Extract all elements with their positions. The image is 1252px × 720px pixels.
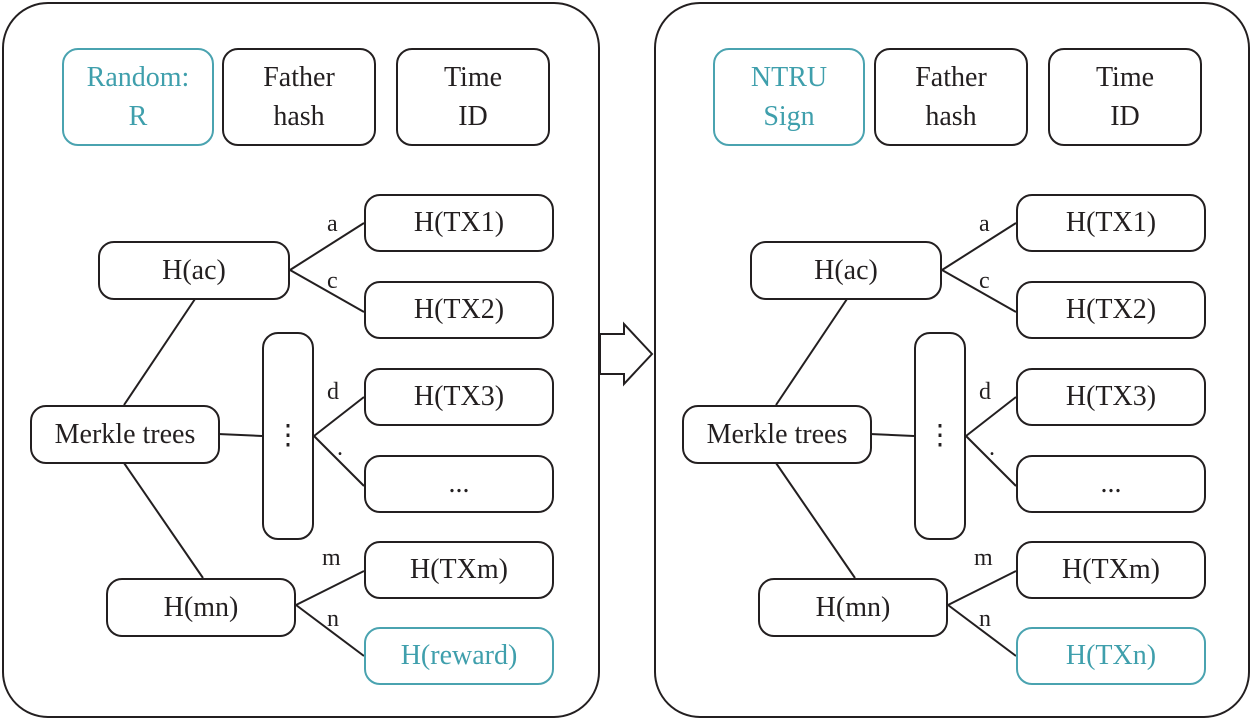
link-root-hmn-right <box>775 462 856 579</box>
link-hmn-last-right <box>947 604 1017 657</box>
random-r-box: Random: R <box>62 48 214 146</box>
edge-label-d: d <box>979 379 991 405</box>
link-hmn-txm-left <box>295 570 365 606</box>
link-hac-tx1-left <box>289 222 365 271</box>
link-hac-tx2-left <box>289 269 365 313</box>
father-hash-box: Father hash <box>874 48 1028 146</box>
hac-node: H(ac) <box>750 241 942 300</box>
edge-label-a: a <box>327 211 338 237</box>
tx2-leaf: H(TX2) <box>1016 281 1206 339</box>
link-ellipsis-tx3-left <box>313 396 365 437</box>
dots-leaf: ... <box>1016 455 1206 513</box>
link-hac-tx1-right <box>941 222 1017 271</box>
link-ellipsis-dots-right <box>965 435 1017 487</box>
transition-arrow <box>599 321 654 387</box>
edge-label-dot: . <box>337 435 343 461</box>
time-id-box: Time ID <box>396 48 550 146</box>
edge-label-n: n <box>979 606 991 632</box>
link-hac-tx2-right <box>941 269 1017 313</box>
link-root-hac-left <box>123 298 196 406</box>
hmn-node: H(mn) <box>758 578 948 637</box>
edge-label-c: c <box>327 268 338 294</box>
tx1-leaf: H(TX1) <box>364 194 554 252</box>
link-root-hmn-left <box>123 462 204 579</box>
link-hmn-last-left <box>295 604 365 657</box>
dots-leaf: ... <box>364 455 554 513</box>
tx2-leaf: H(TX2) <box>364 281 554 339</box>
time-id-box: Time ID <box>1048 48 1202 146</box>
tx3-leaf: H(TX3) <box>364 368 554 426</box>
merkle-root-node: Merkle trees <box>682 405 872 464</box>
edge-label-m: m <box>974 545 993 571</box>
ellipsis-node: ⋮ <box>262 332 314 540</box>
link-root-hac-right <box>775 298 848 406</box>
father-hash-box: Father hash <box>222 48 376 146</box>
edge-label-n: n <box>327 606 339 632</box>
edge-label-dot: . <box>989 435 995 461</box>
edge-label-c: c <box>979 268 990 294</box>
merkle-root-node: Merkle trees <box>30 405 220 464</box>
hac-node: H(ac) <box>98 241 290 300</box>
link-hmn-txm-right <box>947 570 1017 606</box>
link-ellipsis-tx3-right <box>965 396 1017 437</box>
ellipsis-node: ⋮ <box>914 332 966 540</box>
tx1-leaf: H(TX1) <box>1016 194 1206 252</box>
link-ellipsis-dots-left <box>313 435 365 487</box>
txm-leaf: H(TXm) <box>364 541 554 599</box>
ntru-sign-box: NTRU Sign <box>713 48 865 146</box>
tx3-leaf: H(TX3) <box>1016 368 1206 426</box>
hmn-node: H(mn) <box>106 578 296 637</box>
edge-label-a: a <box>979 211 990 237</box>
txn-leaf: H(TXn) <box>1016 627 1206 685</box>
edge-label-d: d <box>327 379 339 405</box>
edge-label-m: m <box>322 545 341 571</box>
txm-leaf: H(TXm) <box>1016 541 1206 599</box>
link-root-ellipsis-left <box>217 433 263 437</box>
link-root-ellipsis-right <box>869 433 915 437</box>
reward-leaf: H(reward) <box>364 627 554 685</box>
